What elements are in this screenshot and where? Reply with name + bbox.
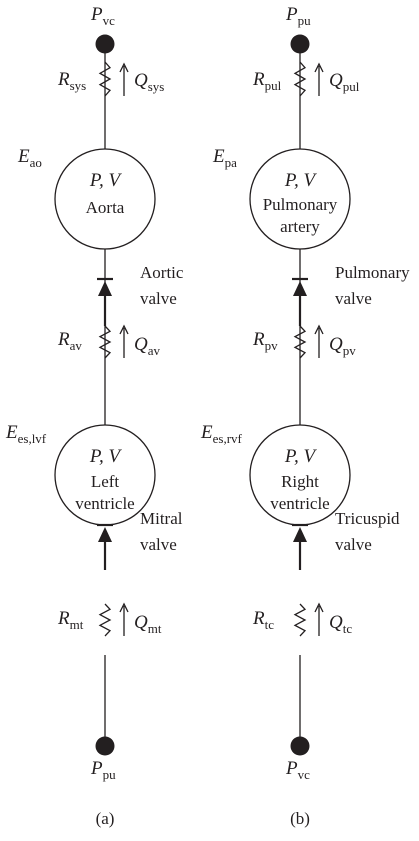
panel-b-bottom-node-dot <box>290 736 310 756</box>
panel-a-bottom-flow-arrow <box>119 602 129 636</box>
panel-a-top-resistor <box>98 61 112 97</box>
panel-a-lower-chamber-elastance: Ees,lvf <box>5 422 47 446</box>
panel-a-bottom-node-label: Ppu <box>90 758 116 782</box>
panel-a-upper-chamber-circle <box>54 148 156 250</box>
panel-b-bottom-node-label: Pvc <box>285 758 310 782</box>
panel-b-top-resistor <box>293 61 307 97</box>
panel-b-lower-chamber-pv: P, V <box>284 446 318 467</box>
panel-b-upper-valve <box>292 277 308 296</box>
panel-b-caption: (b) <box>290 809 310 828</box>
panel-b-mid-resistor <box>293 325 307 359</box>
panel-a-mid-flow-label: Qav <box>134 334 161 358</box>
panel-a-top-resistor-label: Rsys <box>57 69 86 93</box>
panel-a-top-flow-arrow <box>119 62 129 96</box>
panel-a-upper-chamber-elastance: Eao <box>17 146 42 170</box>
panel-b-top-node-label: Ppu <box>285 4 311 28</box>
panel-a-top-flow-label: Qsys <box>134 70 164 94</box>
panel-a-caption: (a) <box>96 809 115 828</box>
panel-b-upper-chamber-pv: P, V <box>284 170 318 191</box>
panel-b-mid-flow-label: Qpv <box>329 334 356 358</box>
panel-a-bottom-resistor <box>98 603 112 637</box>
panel-b-mid-resistor-label: Rpv <box>252 329 278 353</box>
panel-a-top-node-dot <box>95 34 115 54</box>
panel-b-lower-chamber-elastance: Ees,rvf <box>200 422 243 446</box>
panel-a-bottom-flow-label: Qmt <box>134 612 162 636</box>
panel-b-bottom-resistor <box>293 603 307 637</box>
panel-b-bottom-flow-arrow <box>314 602 324 636</box>
panel-b-top-flow-arrow <box>314 62 324 96</box>
panel-b-upper-chamber-circle <box>249 148 351 250</box>
panel-b-mid-flow-arrow <box>314 324 324 358</box>
panel-a-lower-valve <box>97 523 113 542</box>
panel-a-lower-chamber-pv: P, V <box>89 446 123 467</box>
panel-b-top-flow-label: Qpul <box>329 70 360 94</box>
panel-b-bottom-flow-label: Qtc <box>329 612 352 636</box>
panel-a-mid-flow-arrow <box>119 324 129 358</box>
panel-b-top-resistor-label: Rpul <box>252 69 282 93</box>
panel-a-upper-chamber-name: Aorta <box>86 198 125 217</box>
panel-b-bottom-resistor-label: Rtc <box>252 608 274 632</box>
panel-b-top-node-dot <box>290 34 310 54</box>
panel-a-bottom-resistor-label: Rmt <box>57 608 84 632</box>
panel-a-upper-chamber-pv: P, V <box>89 170 123 191</box>
panel-b-lower-valve <box>292 523 308 542</box>
panel-a-mid-resistor-label: Rav <box>57 329 82 353</box>
panel-a-mid-resistor <box>98 325 112 359</box>
panel-a-upper-valve <box>97 277 113 296</box>
panel-a-top-node-label: Pvc <box>90 4 115 28</box>
panel-b-upper-chamber-elastance: Epa <box>212 146 237 170</box>
panel-a-bottom-node-dot <box>95 736 115 756</box>
